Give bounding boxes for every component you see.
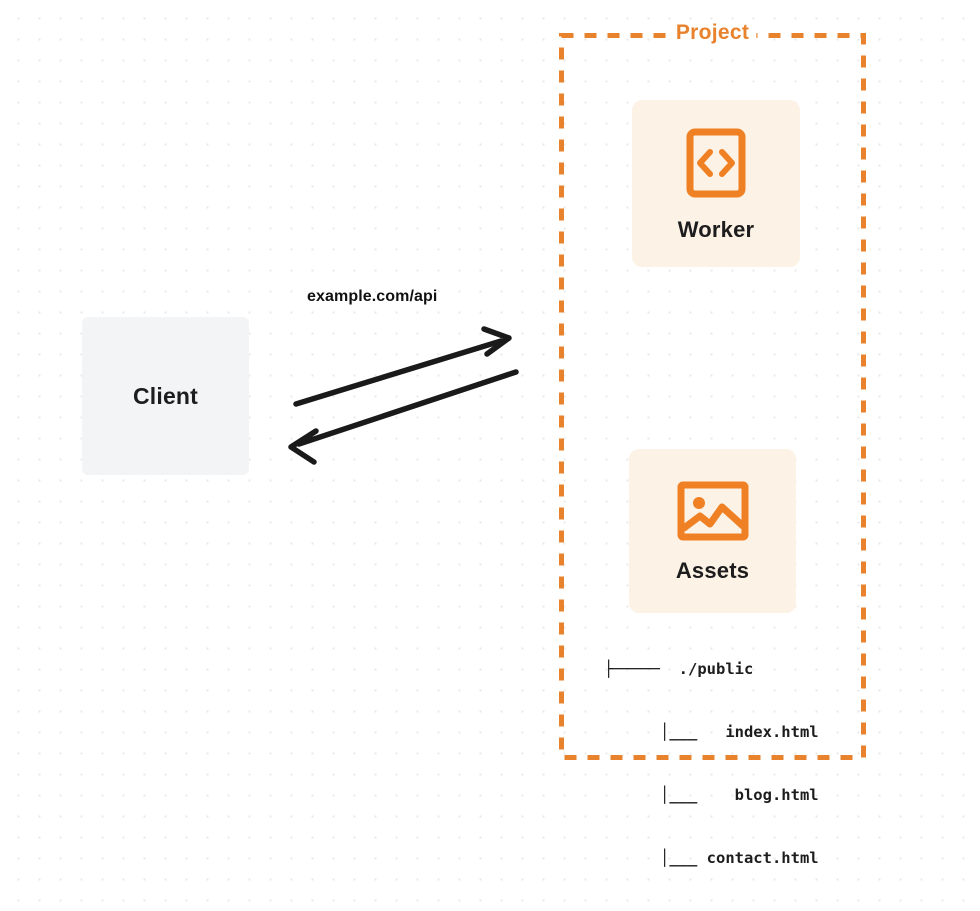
worker-label: Worker: [677, 217, 755, 242]
assets-service-card[interactable]: Assets: [629, 449, 796, 613]
client-label: Client: [132, 382, 199, 409]
tree-row: │___ blog.html: [604, 786, 819, 804]
assets-file-tree: ├───── ./public │___ index.html │___ blo…: [604, 617, 819, 911]
image-picture-icon: [677, 481, 748, 541]
project-dashed-border: [559, 33, 866, 760]
response-arrow: [288, 369, 519, 465]
worker-service-card[interactable]: Worker: [632, 100, 800, 267]
diagram-canvas: Client example.com/api Project Worker: [82, 21, 866, 867]
client-node[interactable]: Client: [82, 317, 249, 475]
assets-label: Assets: [675, 558, 750, 583]
connection-label: example.com/api: [307, 288, 438, 305]
project-title: Project: [668, 21, 757, 45]
code-brackets-icon: [686, 128, 746, 198]
tree-row: │___ index.html: [604, 723, 819, 741]
tree-row: ├───── ./public: [604, 660, 754, 678]
request-arrow: [293, 326, 512, 407]
tree-row: │___ contact.html: [604, 849, 819, 867]
project-container: Project Worker Assets ├───── ./public │_…: [559, 21, 866, 867]
